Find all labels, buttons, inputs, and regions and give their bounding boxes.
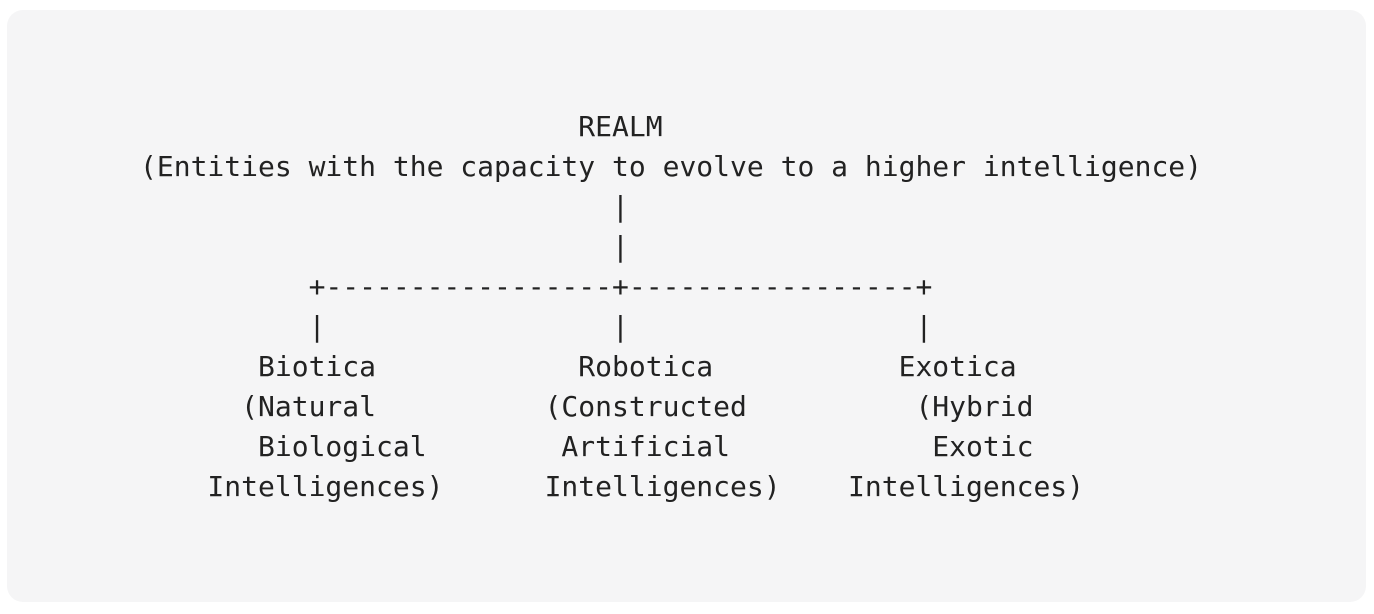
diagram-card: REALM (Entities with the capacity to evo… [7, 10, 1366, 602]
ascii-tree-diagram: REALM (Entities with the capacity to evo… [140, 110, 1203, 503]
